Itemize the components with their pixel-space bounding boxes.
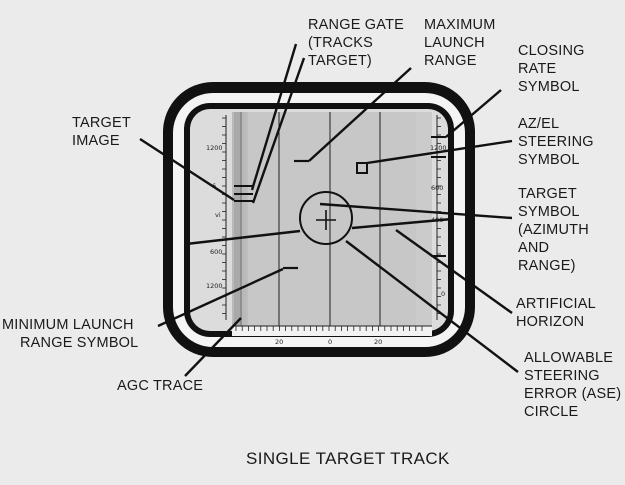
right-scale-label-4: 0 xyxy=(441,290,445,298)
max-launch-range-label-line2: LAUNCH xyxy=(424,35,485,51)
callout-minimum-launch-range-symbol: MINIMUM LAUNCH RANGE SYMBOL xyxy=(2,317,138,351)
min-launch-range-label-line1: MINIMUM LAUNCH xyxy=(2,317,134,333)
artificial-horizon-label-line2: HORIZON xyxy=(516,314,584,330)
target-image-label-line1: TARGET xyxy=(72,115,131,131)
ase-circle xyxy=(299,191,353,245)
max-launch-range-label-line1: MAXIMUM xyxy=(424,17,495,33)
left-scale-label-4: 600 xyxy=(210,248,222,256)
callout-range-gate: RANGE GATE (TRACKS TARGET) xyxy=(308,17,404,69)
az-el-label-line3: SYMBOL xyxy=(518,152,580,168)
az-el-label-line2: STEERING xyxy=(518,134,594,150)
callout-agc-trace: AGC TRACE xyxy=(117,378,203,394)
callout-maximum-launch-range: MAXIMUM LAUNCH RANGE xyxy=(424,17,495,69)
callout-closing-rate-symbol: CLOSING RATE SYMBOL xyxy=(518,43,585,95)
artificial-horizon-label-line1: ARTIFICIAL xyxy=(516,296,596,312)
radar-scope xyxy=(232,112,432,326)
ase-label-line1: ALLOWABLE xyxy=(524,350,613,366)
bottom-scale-label-left: 20 xyxy=(275,338,283,346)
range-gate-label-line1: RANGE GATE xyxy=(308,17,404,33)
target-symbol-label-line2: SYMBOL xyxy=(518,204,580,220)
min-launch-range-label-line2: RANGE SYMBOL xyxy=(20,335,138,351)
ase-label-line2: STEERING xyxy=(524,368,600,384)
artificial-horizon-line-right xyxy=(351,217,453,230)
agc-trace-label: AGC TRACE xyxy=(117,378,203,394)
callout-az-el-steering-symbol: AZ/EL STEERING SYMBOL xyxy=(518,116,594,168)
ase-label-line3: ERROR (ASE) xyxy=(524,386,621,402)
callout-target-symbol: TARGET SYMBOL (AZIMUTH AND RANGE) xyxy=(518,186,589,274)
bottom-scale-label-right: 20 xyxy=(374,338,382,346)
target-symbol-label-line3: (AZIMUTH xyxy=(518,222,589,238)
scope-symbols xyxy=(185,136,453,270)
bottom-scale-label-center: 0 xyxy=(328,338,332,346)
closing-rate-label-line1: CLOSING xyxy=(518,43,585,59)
agc-trace-band xyxy=(234,112,242,326)
left-scale-label-5: 1200 xyxy=(206,282,223,290)
callout-leaders xyxy=(139,43,519,377)
callout-artificial-horizon: ARTIFICIAL HORIZON xyxy=(516,296,596,330)
right-scale-label-1: 1200 xyxy=(430,144,447,152)
az-el-label-line1: AZ/EL xyxy=(518,116,559,132)
callout-ase-circle: ALLOWABLE STEERING ERROR (ASE) CIRCLE xyxy=(524,350,621,420)
target-symbol-label-line1: TARGET xyxy=(518,186,577,202)
target-symbol-label-line5: RANGE) xyxy=(518,258,576,274)
bottom-azimuth-scale: 20 0 20 xyxy=(232,325,432,346)
right-scale-label-2: 600 xyxy=(431,184,443,192)
closing-rate-label-line2: RATE xyxy=(518,61,557,77)
target-symbol-label-line4: AND xyxy=(518,240,549,256)
target-image-label-line2: IMAGE xyxy=(72,133,120,149)
az-el-steering-square xyxy=(356,162,368,174)
callout-target-image: TARGET IMAGE xyxy=(72,115,131,149)
left-scale-label-1: 1200 xyxy=(206,144,223,152)
ase-label-line4: CIRCLE xyxy=(524,404,579,420)
left-scale-label-3: vi xyxy=(215,211,221,219)
diagram-caption: SINGLE TARGET TRACK xyxy=(246,449,450,468)
range-gate-label-line3: TARGET) xyxy=(308,53,372,69)
closing-rate-label-line3: SYMBOL xyxy=(518,79,580,95)
artificial-horizon-line-left xyxy=(185,229,301,246)
range-gate-label-line2: (TRACKS xyxy=(308,35,373,51)
max-launch-range-label-line3: RANGE xyxy=(424,53,477,69)
